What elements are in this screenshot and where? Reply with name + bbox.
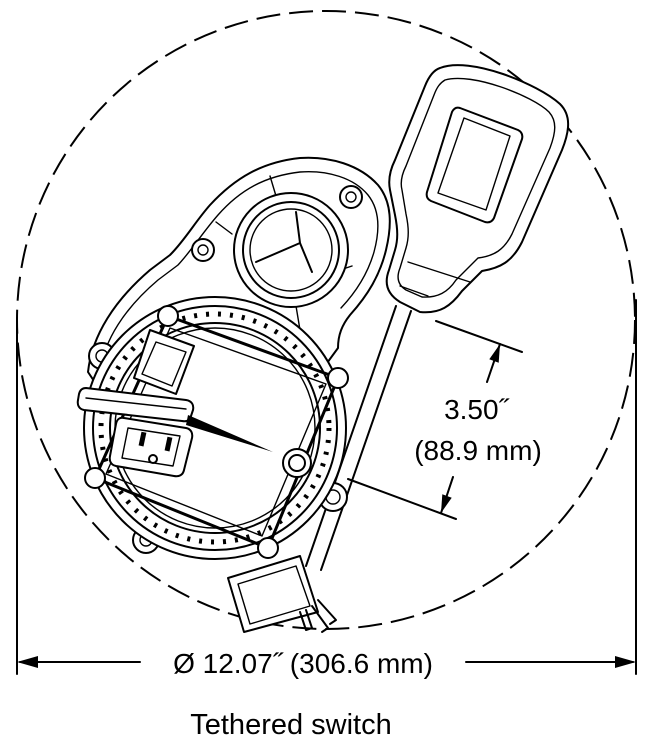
cord-channel — [133, 329, 195, 395]
switch-height-dimension: 3.50˝ (88.9 mm) — [347, 320, 542, 520]
receptacle-ground-hole — [148, 454, 158, 464]
receptacle-slot-right — [164, 436, 173, 452]
lower-extension-line — [347, 478, 457, 520]
figure-caption: Tethered switch — [190, 709, 392, 741]
height-label-metric: (88.9 mm) — [414, 435, 542, 466]
diameter-dimension: Ø 12.07˝ (306.6 mm) — [16, 299, 637, 679]
piggyback-receptacle — [76, 387, 195, 478]
pump-housing — [76, 156, 391, 560]
height-label-imperial: 3.50˝ — [444, 394, 509, 425]
float-rod — [305, 305, 412, 571]
left-arrowhead — [17, 656, 38, 668]
upper-arrowhead — [489, 344, 500, 363]
bolt-upper-left — [191, 238, 215, 262]
alignment-needle — [186, 415, 273, 452]
plug-body-detail — [237, 565, 311, 625]
float-body-inner — [397, 77, 556, 298]
housing-outline-inner — [99, 171, 379, 373]
diameter-label: Ø 12.07˝ (306.6 mm) — [173, 648, 433, 679]
plug-prongs — [299, 599, 337, 633]
bolt-upper-right — [339, 185, 363, 209]
float-neck — [399, 261, 471, 297]
receptacle-slot-left — [138, 431, 147, 447]
cord-channel-detail — [141, 341, 187, 387]
lower-arrowhead — [441, 494, 452, 513]
discharge-port — [233, 192, 349, 308]
upper-extension-line — [435, 320, 523, 353]
check-valve-flap — [255, 211, 313, 273]
switch-plug — [227, 555, 337, 633]
receptacle-face — [108, 416, 194, 478]
motor-bump-ring — [98, 311, 332, 545]
float-window-inner — [437, 117, 511, 211]
tethered-float-switch — [305, 64, 570, 571]
plug-body — [227, 555, 319, 633]
switch-pivot-hub — [282, 448, 312, 478]
float-window — [425, 106, 524, 224]
strain-relief-bar — [76, 387, 195, 423]
right-arrowhead — [615, 656, 636, 668]
float-body-outer — [385, 64, 570, 314]
